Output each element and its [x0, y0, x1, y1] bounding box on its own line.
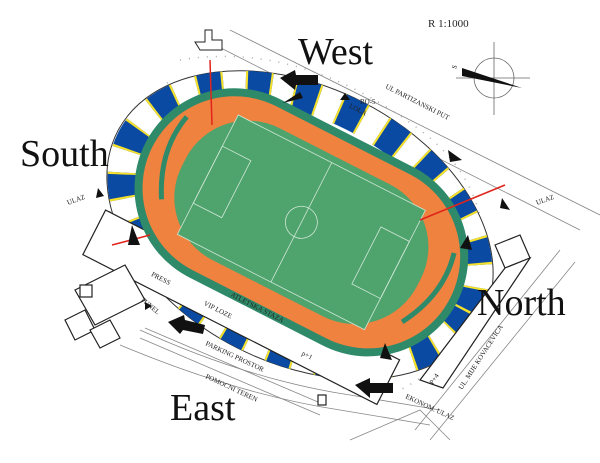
compass-letter: S: [450, 64, 459, 70]
arrow-icon: [128, 225, 140, 245]
ro-label: RO-5: [360, 98, 376, 106]
north-arrow-compass: S: [450, 42, 530, 115]
east-label: East: [170, 387, 236, 429]
arrow-icon: [448, 150, 462, 162]
north-label: North: [477, 282, 566, 324]
arrow-icon: [355, 378, 393, 398]
buildings: [64, 234, 532, 406]
west-label: West: [298, 31, 373, 73]
ekonom-ulaz: EKONOM. ULAZ: [404, 393, 455, 423]
seating-dividers: [107, 70, 493, 380]
arrow-icon: [283, 92, 303, 103]
tunel-label: TUNEL: [139, 295, 162, 316]
entrance-triangle-icon: [145, 302, 152, 310]
scale-label: R 1:1000: [428, 18, 469, 30]
entrance-triangle-icon: [500, 198, 510, 210]
arrow-icon: [280, 70, 318, 90]
arrow-icon: [168, 315, 205, 334]
arrows: [96, 70, 510, 398]
center-circle: [284, 205, 318, 239]
entrance-triangle-icon: [96, 188, 104, 198]
south-label: South: [20, 133, 109, 175]
entrance-triangle-icon: [340, 93, 350, 100]
ulaz-left: ULAZ: [66, 193, 86, 207]
arrow-icon: [380, 343, 392, 360]
arrow-icon: [460, 235, 472, 250]
ulaz-right: ULAZ: [535, 193, 555, 207]
south-gate-building: [194, 29, 223, 51]
street-partizanski: UL PARTIZANSKI PUT: [384, 83, 451, 123]
stadium: ATLETSKA STAZA PRESS VIP LOZE p+1 LOLA: [82, 70, 494, 406]
